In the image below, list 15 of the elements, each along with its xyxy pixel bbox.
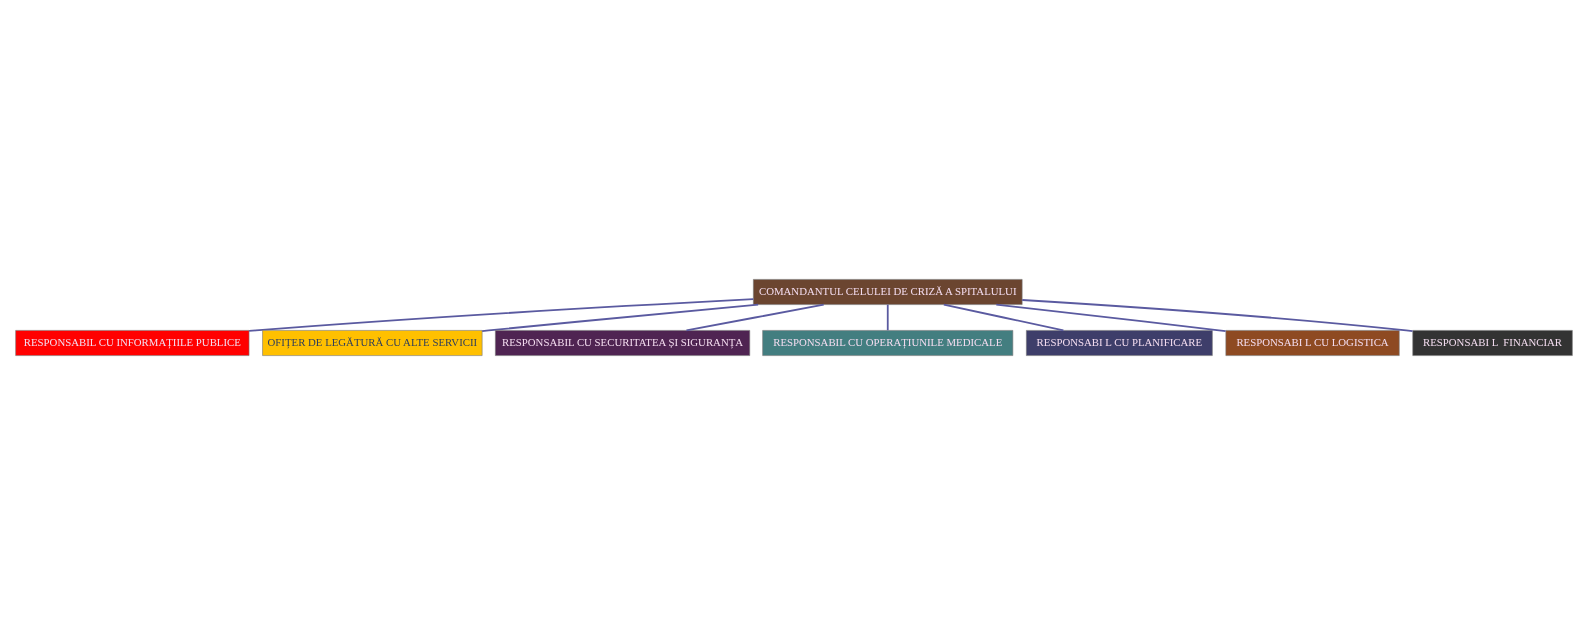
connector xyxy=(942,303,1065,331)
node-box: COMANDANTUL CELULEI DE CRIZĂ A SPITALULUI xyxy=(753,278,1023,305)
node-box: RESPONSABI L FINANCIAR xyxy=(1412,329,1573,356)
node-box: OFIȚER DE LEGĂTURĂ CU ALTE SERVICII xyxy=(262,329,483,356)
node-box: RESPONSABI L CU LOGISTICA xyxy=(1225,329,1400,356)
connector xyxy=(995,303,1227,332)
connector xyxy=(481,303,759,332)
node-box: RESPONSABI L CU PLANIFICARE xyxy=(1026,329,1213,356)
connector xyxy=(685,303,825,331)
connector xyxy=(886,303,889,331)
node-box: RESPONSABIL CU INFORMAȚIILE PUBLICE xyxy=(15,329,250,356)
node-box: RESPONSABIL CU SECURITATEA ȘI SIGURANȚA xyxy=(495,329,751,356)
connector xyxy=(248,297,755,332)
node-box: RESPONSABIL CU OPERAȚIUNILE MEDICALE xyxy=(762,329,1014,356)
connector xyxy=(1021,298,1414,332)
